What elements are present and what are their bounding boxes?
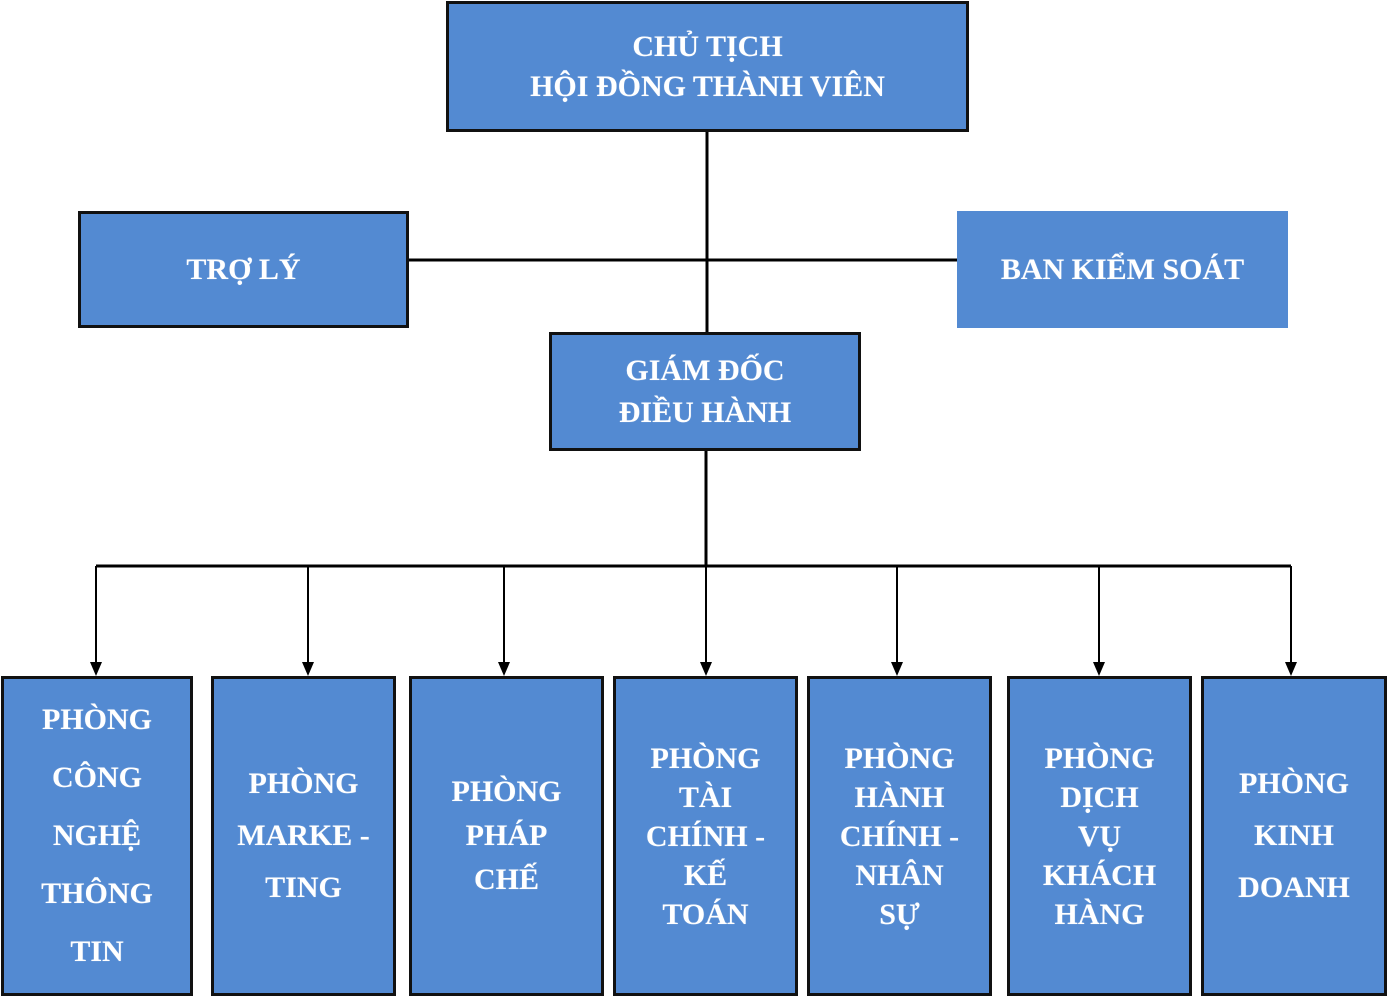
department-label-line: HÀNH	[854, 780, 945, 814]
department-label-line: NGHỆ	[52, 819, 142, 852]
department-label-line: VỤ	[1077, 819, 1122, 853]
supervisory-board-box: BAN KIỂM SOÁT	[957, 211, 1288, 328]
department-box-admin-hr: PHÒNG HÀNH CHÍNH - NHÂN SỰ	[807, 676, 992, 996]
department-label-line: CHÍNH -	[645, 819, 766, 853]
arrowhead-marketing	[302, 662, 314, 676]
department-label-line: NHÂN	[855, 858, 944, 892]
arrowhead-sales	[1285, 662, 1297, 676]
department-label-line: KHÁCH	[1042, 858, 1157, 892]
director-box: GIÁM ĐỐC ĐIỀU HÀNH	[549, 332, 861, 451]
arrowhead-admin-hr	[891, 662, 903, 676]
department-label-line: DOANH	[1238, 871, 1350, 904]
assistant-box: TRỢ LÝ	[78, 211, 409, 328]
department-box-marketing: PHÒNG MARKE - TING	[211, 676, 396, 996]
department-label-line: TIN	[70, 935, 124, 968]
department-label-line: KẾ	[683, 858, 728, 892]
arrowhead-finance-accounting	[700, 662, 712, 676]
chairman-box: CHỦ TỊCH HỘI ĐỒNG THÀNH VIÊN	[446, 1, 969, 132]
chairman-title-line2: HỘI ĐỒNG THÀNH VIÊN	[530, 69, 885, 103]
department-label-line: PHÒNG	[248, 767, 359, 800]
department-label-line: MARKE -	[237, 819, 370, 852]
department-label-line: PHÁP	[465, 819, 548, 852]
department-box-legal: PHÒNG PHÁP CHẾ	[409, 676, 604, 996]
department-label-line: KINH	[1253, 819, 1334, 852]
department-label-line: PHÒNG	[844, 741, 955, 775]
department-label-line: SỰ	[879, 897, 920, 931]
department-label-line: PHÒNG	[451, 775, 562, 808]
department-label-line: THÔNG	[41, 877, 153, 910]
department-label-line: PHÒNG	[650, 741, 761, 775]
department-label-line: TING	[265, 871, 342, 904]
department-label-line: PHÒNG	[42, 703, 152, 736]
department-arrows	[90, 566, 1297, 676]
director-title-line1: GIÁM ĐỐC	[625, 353, 785, 387]
department-label-line: PHÒNG	[1239, 767, 1349, 800]
department-label-line: DỊCH	[1060, 780, 1139, 814]
department-label-line: HÀNG	[1054, 897, 1145, 931]
department-box-sales: PHÒNG KINH DOANH	[1201, 676, 1387, 996]
department-label-line: CHẾ	[473, 863, 539, 896]
arrowhead-legal	[498, 662, 510, 676]
director-title-line2: ĐIỀU HÀNH	[618, 395, 792, 429]
department-label-line: CHÍNH -	[839, 819, 960, 853]
department-label-line: PHÒNG	[1044, 741, 1155, 775]
department-label-line: TOÁN	[662, 897, 749, 931]
arrowhead-customer-service	[1093, 662, 1105, 676]
department-label-line: CÔNG	[52, 761, 142, 794]
department-box-customer-service: PHÒNG DỊCH VỤ KHÁCH HÀNG	[1007, 676, 1192, 996]
assistant-label: TRỢ LÝ	[186, 252, 301, 286]
supervisory-board-label: BAN KIỂM SOÁT	[1000, 252, 1245, 286]
department-label-line: TÀI	[678, 780, 733, 814]
chairman-title-line1: CHỦ TỊCH	[632, 29, 783, 63]
department-box-it: PHÒNG CÔNG NGHỆ THÔNG TIN	[1, 676, 193, 996]
department-box-finance-accounting: PHÒNG TÀI CHÍNH - KẾ TOÁN	[613, 676, 798, 996]
arrowhead-it	[90, 662, 102, 676]
